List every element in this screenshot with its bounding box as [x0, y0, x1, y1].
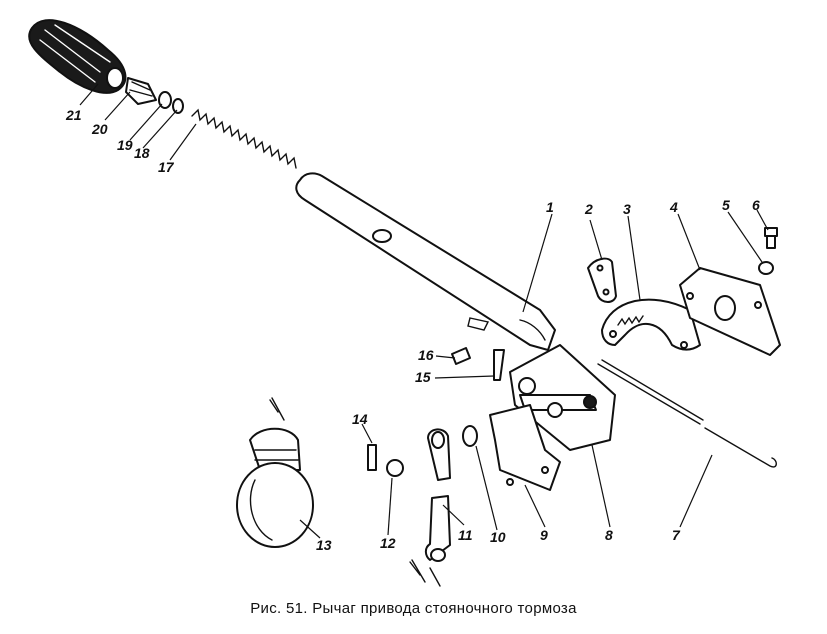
part-13-boot	[236, 427, 314, 548]
callout-8: 8	[605, 527, 613, 543]
callout-17: 17	[158, 159, 175, 175]
leader-lines	[79, 83, 769, 539]
callout-9: 9	[540, 527, 548, 543]
callout-18: 18	[134, 145, 150, 161]
callout-11: 11	[458, 527, 473, 543]
part-21-handle-grip	[28, 19, 127, 94]
callout-10: 10	[490, 529, 506, 545]
callout-7: 7	[672, 527, 681, 543]
part-3-sector	[601, 298, 701, 351]
part-1-lever	[295, 172, 556, 351]
part-10-washer	[462, 425, 478, 447]
part-5-washer	[758, 261, 774, 275]
callout-19: 19	[117, 137, 133, 153]
part-4-housing	[679, 267, 781, 356]
figure-caption: Рис. 51. Рычаг привода стояночного тормо…	[250, 600, 577, 617]
callout-13: 13	[316, 537, 332, 553]
part-20-nut	[125, 77, 157, 105]
part-12-washer	[386, 459, 404, 477]
part-16-pin	[451, 347, 471, 365]
part-15-pin	[493, 349, 505, 381]
break-mark	[409, 559, 426, 583]
callout-20: 20	[91, 121, 108, 137]
part-9-support	[489, 404, 561, 491]
part-17-spring	[191, 108, 297, 169]
part-18-ring	[172, 98, 184, 114]
part-6-bolt	[764, 227, 778, 249]
callout-12: 12	[380, 535, 396, 551]
callout-21: 21	[65, 107, 82, 123]
part-11-link	[424, 428, 451, 562]
part-14-pin	[367, 444, 377, 471]
part-7-rod	[597, 359, 777, 468]
callout-14: 14	[352, 411, 368, 427]
part-8-bracket	[509, 344, 616, 451]
callout-4: 4	[669, 199, 678, 215]
callout-6: 6	[752, 197, 760, 213]
callout-16: 16	[418, 347, 434, 363]
callout-5: 5	[722, 197, 730, 213]
break-mark	[429, 567, 441, 587]
callout-3: 3	[623, 201, 631, 217]
callout-numbers: 1 2 3 4 5 6 7 8 9 10 11 12 13 14 15 16 1…	[65, 107, 760, 553]
break-mark	[269, 397, 285, 421]
callout-15: 15	[415, 369, 431, 385]
callout-1: 1	[546, 199, 554, 215]
callout-2: 2	[584, 201, 593, 217]
